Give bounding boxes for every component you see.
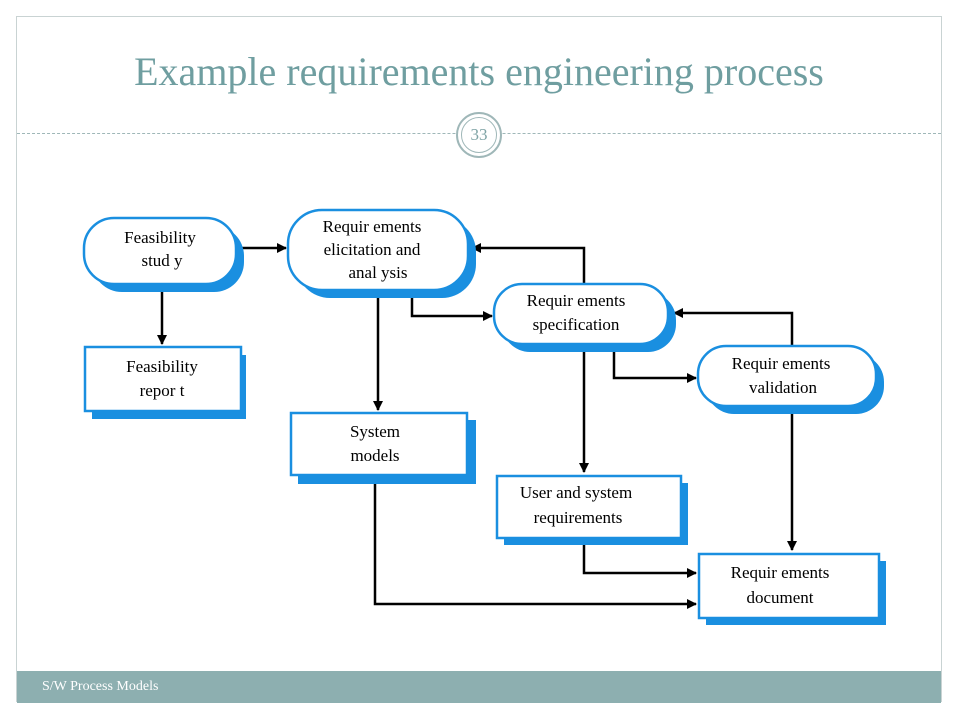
edge-specification-to-validation — [612, 346, 697, 383]
diagram-edges — [157, 243, 797, 609]
node-box — [82, 216, 238, 286]
node-label-line: Requir ements — [732, 354, 831, 373]
node-feasibility-report: Feasibility repor t — [83, 345, 246, 419]
node-box — [83, 345, 243, 413]
edge-user-system-requirements-to-requirements-document — [582, 538, 697, 578]
node-feasibility-study: Feasibility stud y — [82, 216, 244, 292]
node-requirements-document: Requir ements document — [697, 552, 886, 625]
node-label-line: repor t — [140, 381, 185, 400]
node-requirements-specification: Requir ements specification — [492, 282, 676, 352]
node-label-line: Requir ements — [731, 563, 830, 582]
node-box — [696, 344, 878, 408]
node-label-line: Requir ements — [527, 291, 626, 310]
node-label-line: Requir ements — [323, 217, 422, 236]
edge-elicitation-to-specification — [410, 292, 493, 321]
node-label-line: requirements — [534, 508, 623, 527]
node-requirements-elicitation: Requir ements elicitation and anal ysis — [286, 208, 476, 298]
node-label-line: models — [350, 446, 399, 465]
node-label-line: Feasibility — [124, 228, 196, 247]
node-box — [289, 411, 469, 477]
node-label-line: Feasibility — [126, 357, 198, 376]
node-user-system-requirements: User and system requirements — [495, 474, 688, 545]
node-box — [697, 552, 881, 620]
edge-specification-to-elicitation — [471, 243, 586, 284]
node-box — [495, 474, 683, 540]
node-system-models: System models — [289, 411, 476, 484]
node-label-line: validation — [749, 378, 817, 397]
edge-validation-to-specification — [673, 308, 794, 346]
page-number-badge: 33 — [456, 112, 502, 158]
node-label-line: User and system — [520, 483, 632, 502]
node-label-line: stud y — [141, 251, 183, 270]
footer-label: S/W Process Models — [42, 679, 159, 694]
node-requirements-validation: Requir ements validation — [696, 344, 884, 414]
node-label-line: System — [350, 422, 400, 441]
edge-system-models-to-requirements-document — [373, 476, 697, 609]
node-box — [492, 282, 670, 346]
footer-bar — [17, 671, 941, 703]
slide-title: Example requirements engineering process — [134, 49, 824, 94]
node-label-line: elicitation and — [324, 240, 421, 259]
node-box — [286, 208, 470, 292]
node-label-line: document — [746, 588, 813, 607]
page-number: 33 — [461, 117, 497, 153]
node-label-line: specification — [533, 315, 620, 334]
node-label-line: anal ysis — [348, 263, 407, 282]
